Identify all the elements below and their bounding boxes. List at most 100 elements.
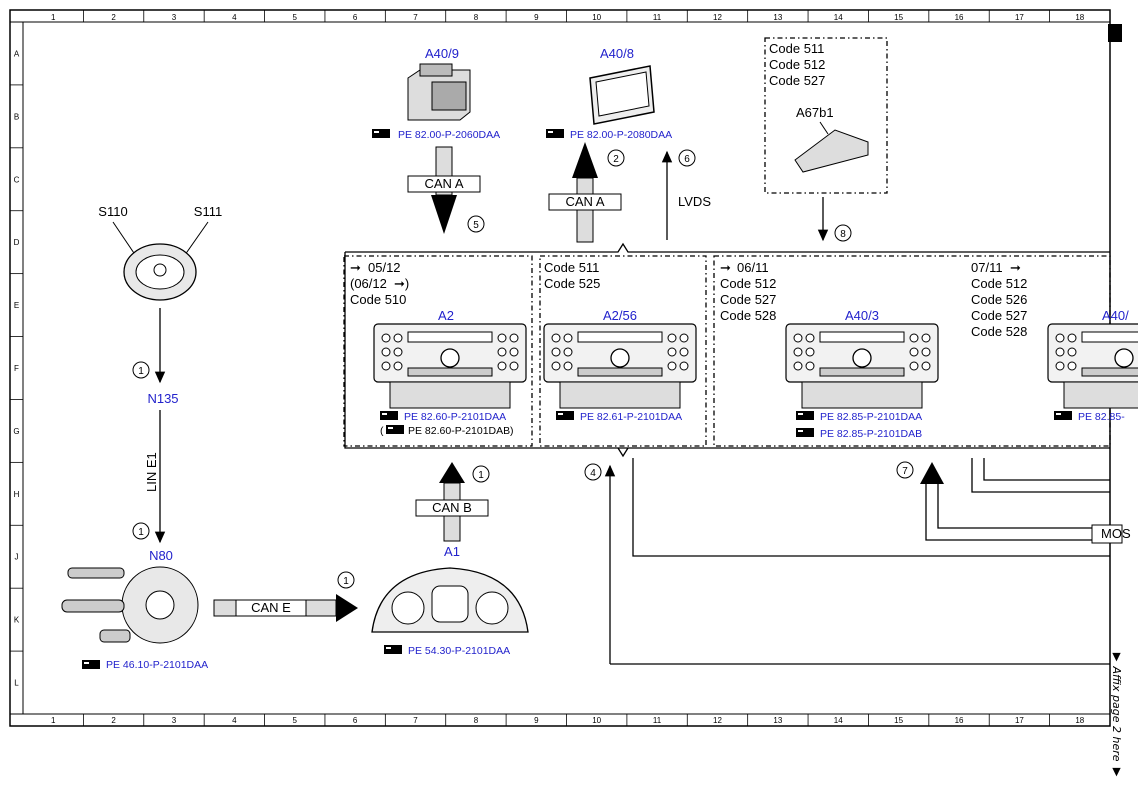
marker-2: 2 — [607, 149, 625, 167]
a2-date-2-suffix: ➞) — [394, 276, 409, 291]
a40-3-ref-2[interactable]: PE 82.85-P-2101DAB — [820, 428, 922, 440]
head-unit-group-notch — [617, 447, 629, 458]
n80-ref[interactable]: PE 46.10-P-2101DAA — [106, 659, 208, 671]
can-a-label-1: CAN A — [424, 176, 463, 191]
grid-column-label: 8 — [474, 716, 479, 725]
a67b1-mirror-sensor-image — [794, 121, 869, 173]
grid-column-label: 18 — [1075, 13, 1084, 22]
a40-3-date: 06/11 — [737, 260, 769, 275]
svg-text:8: 8 — [840, 229, 846, 240]
grid-column-label: 5 — [293, 13, 298, 22]
a40-3-label: A40/3 — [845, 308, 879, 323]
a2-code: Code 510 — [350, 292, 406, 307]
a40-3-head-unit-image — [785, 323, 939, 409]
grid-column-label: 7 — [413, 716, 418, 725]
grid-column-label: 17 — [1015, 716, 1024, 725]
a2-56-label: A2/56 — [603, 308, 637, 323]
grid-row-label: A — [14, 49, 20, 58]
a2-56-option-box — [539, 255, 707, 447]
a2-56-code-1: Code 511 — [544, 260, 599, 275]
a40-x-ref[interactable]: PE 82.85- — [1078, 411, 1125, 423]
svg-text:1: 1 — [138, 527, 144, 538]
svg-text:1: 1 — [138, 366, 144, 377]
a2-date-2: (06/12 — [350, 276, 387, 291]
reference-hand-icon — [384, 645, 402, 654]
a40-8-ref[interactable]: PE 82.00-P-2080DAA — [570, 129, 672, 141]
svg-text:4: 4 — [590, 468, 596, 479]
a2-label: A2 — [438, 308, 454, 323]
grid-column-label: 13 — [773, 716, 782, 725]
a67b1-code-3: Code 527 — [769, 73, 825, 88]
page-corner-icon — [1108, 24, 1122, 42]
a40-3-ref[interactable]: PE 82.85-P-2101DAA — [820, 411, 922, 423]
steering-wheel-image — [112, 221, 209, 301]
grid-column-label: 16 — [955, 13, 964, 22]
grid-column-label: 5 — [293, 716, 298, 725]
a40-8-label: A40/8 — [600, 46, 634, 61]
grid-column-label: 3 — [172, 716, 177, 725]
a2-option-box — [343, 255, 533, 447]
a40-x-label: A40/ — [1102, 308, 1129, 323]
grid-column-label: 15 — [894, 13, 903, 22]
grid-column-label: 6 — [353, 716, 358, 725]
most-bus-tag — [1091, 524, 1123, 544]
a2-date-1: 05/12 — [368, 260, 401, 275]
grid-row-label: K — [14, 616, 20, 625]
a2-ref[interactable]: PE 82.60-P-2101DAA — [404, 411, 506, 423]
a40-9-camera-image — [407, 63, 471, 121]
reference-hand-icon — [82, 660, 100, 669]
reference-hand-icon — [386, 425, 404, 434]
s110-label: S110 — [98, 204, 127, 219]
ring-lines — [971, 458, 1110, 493]
a1-ref[interactable]: PE 54.30-P-2101DAA — [408, 645, 510, 657]
grid-row-label: J — [15, 553, 19, 562]
a2-arrow-symbol: ➞ — [350, 260, 361, 275]
can-a-bus-tag-2 — [548, 193, 622, 211]
a1-instrument-cluster-image — [371, 567, 529, 633]
grid-row-label: B — [14, 112, 19, 121]
grid-row-label: E — [14, 301, 19, 310]
a67b1-code-1: Code 511 — [769, 41, 824, 56]
grid-column-label: 11 — [653, 13, 662, 22]
grid-column-label: 12 — [713, 13, 722, 22]
a40-x-code-3: Code 527 — [971, 308, 1027, 323]
grid-column-label: 9 — [534, 13, 539, 22]
grid-column-label: 17 — [1015, 13, 1024, 22]
marker-1: 1 — [337, 571, 355, 589]
svg-text:1: 1 — [343, 576, 349, 587]
can-e-bus-tag — [235, 599, 307, 617]
can-b-bus-tag — [415, 499, 489, 517]
grid-column-label: 12 — [713, 716, 722, 725]
lvds-label: LVDS — [678, 194, 711, 209]
a2-ref-2[interactable]: PE 82.60-P-2101DAB — [408, 425, 510, 437]
a40-x-code-2: Code 526 — [971, 292, 1027, 307]
svg-text:7: 7 — [902, 466, 908, 477]
a40-3-arrow-symbol: ➞ — [720, 260, 731, 275]
a2-56-ref[interactable]: PE 82.61-P-2101DAA — [580, 411, 682, 423]
a40-9-label: A40/9 — [425, 46, 459, 61]
grid-column-label: 2 — [111, 716, 116, 725]
grid-column-label: 3 — [172, 13, 177, 22]
reference-hand-icon — [796, 428, 814, 437]
a40-9-ref[interactable]: PE 82.00-P-2060DAA — [398, 129, 500, 141]
video-line — [632, 458, 1110, 557]
a2-ref-2-close: ) — [510, 425, 514, 437]
marker-1: 1 — [132, 522, 150, 540]
n80-label: N80 — [149, 548, 173, 563]
reference-hand-icon — [380, 411, 398, 420]
can-e-label: CAN E — [251, 600, 291, 615]
s111-label: S111 — [194, 204, 222, 219]
a40-x-arrow-symbol: ➞ — [1010, 260, 1021, 275]
grid-column-label: 13 — [773, 13, 782, 22]
grid-column-label: 4 — [232, 716, 237, 725]
svg-text:6: 6 — [684, 154, 690, 165]
n135-label: N135 — [147, 391, 178, 406]
grid-column-label: 10 — [592, 13, 601, 22]
grid-row-label: G — [13, 427, 19, 436]
grid-column-label: 16 — [955, 716, 964, 725]
grid-row-label: H — [14, 490, 20, 499]
a40-x-code-1: Code 512 — [971, 276, 1027, 291]
